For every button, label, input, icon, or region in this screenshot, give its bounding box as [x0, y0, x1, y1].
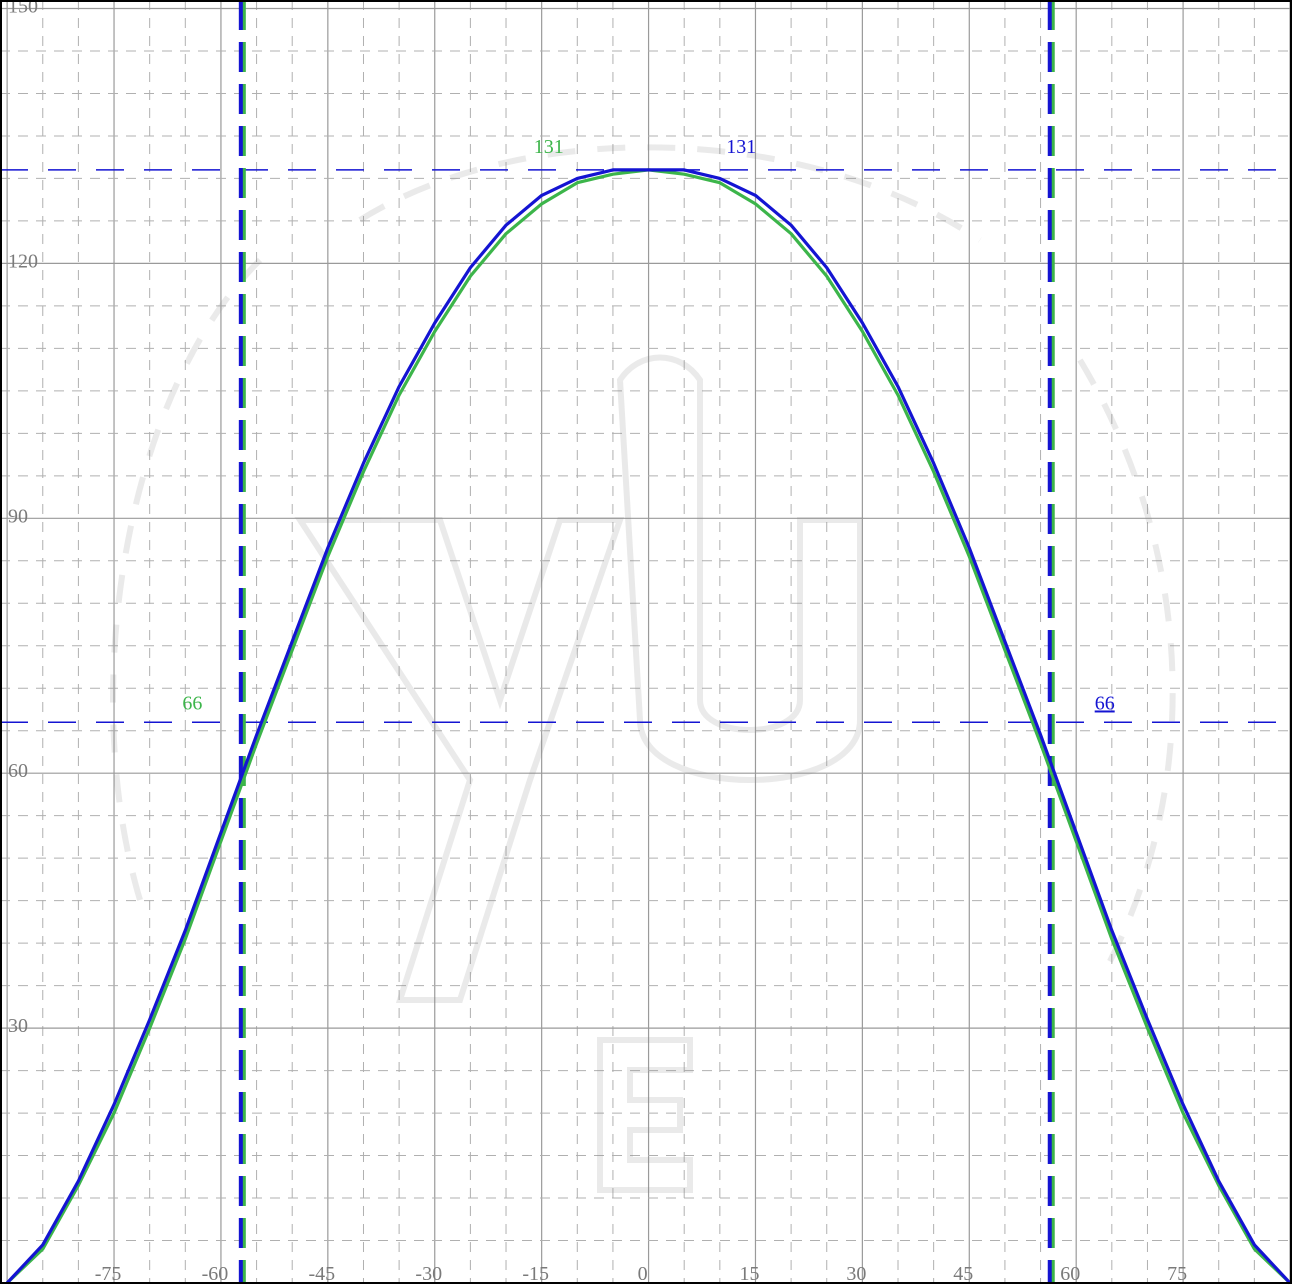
x-tick-label: 15	[739, 1263, 759, 1285]
watermark-letter-y	[294, 517, 625, 1003]
x-tick-label: -30	[415, 1263, 442, 1285]
series-line-2	[5, 168, 1292, 1285]
annotation-label: 131	[726, 136, 756, 158]
watermark-logo	[110, 144, 1176, 1193]
x-tick-label: 75	[1167, 1263, 1187, 1285]
y-tick-label: 30	[8, 1015, 28, 1037]
watermark-ring-left	[110, 257, 263, 901]
y-tick-label: 120	[8, 250, 38, 272]
x-tick-label: 30	[846, 1263, 866, 1285]
series-lines	[5, 168, 1292, 1285]
x-tick-label: 60	[1060, 1263, 1080, 1285]
watermark-letter-u	[616, 354, 863, 783]
x-tick-label: 45	[953, 1263, 973, 1285]
annotations: 131 131 66 66	[182, 136, 1114, 715]
x-tick-label: -45	[309, 1263, 336, 1285]
annotation-label: 66	[182, 692, 202, 714]
annotation-label: 131	[534, 136, 564, 158]
x-tick-label: -75	[95, 1263, 122, 1285]
y-tick-label: 60	[8, 760, 28, 782]
annotation-label: 66	[1095, 692, 1115, 714]
x-tick-label: -60	[202, 1263, 229, 1285]
x-tick-label: -15	[522, 1263, 549, 1285]
tick-labels: -75 -60 -45 -30 -15 0 15 30 45 60 75 30 60 90 120 150	[8, 0, 1187, 1285]
watermark-ring-top	[358, 144, 982, 243]
x-tick-label: 0	[638, 1263, 648, 1285]
y-tick-label: 150	[8, 0, 38, 17]
y-tick-label: 90	[8, 505, 28, 527]
watermark-letter-e	[597, 1037, 693, 1193]
watermark-ring-right	[1077, 358, 1176, 982]
